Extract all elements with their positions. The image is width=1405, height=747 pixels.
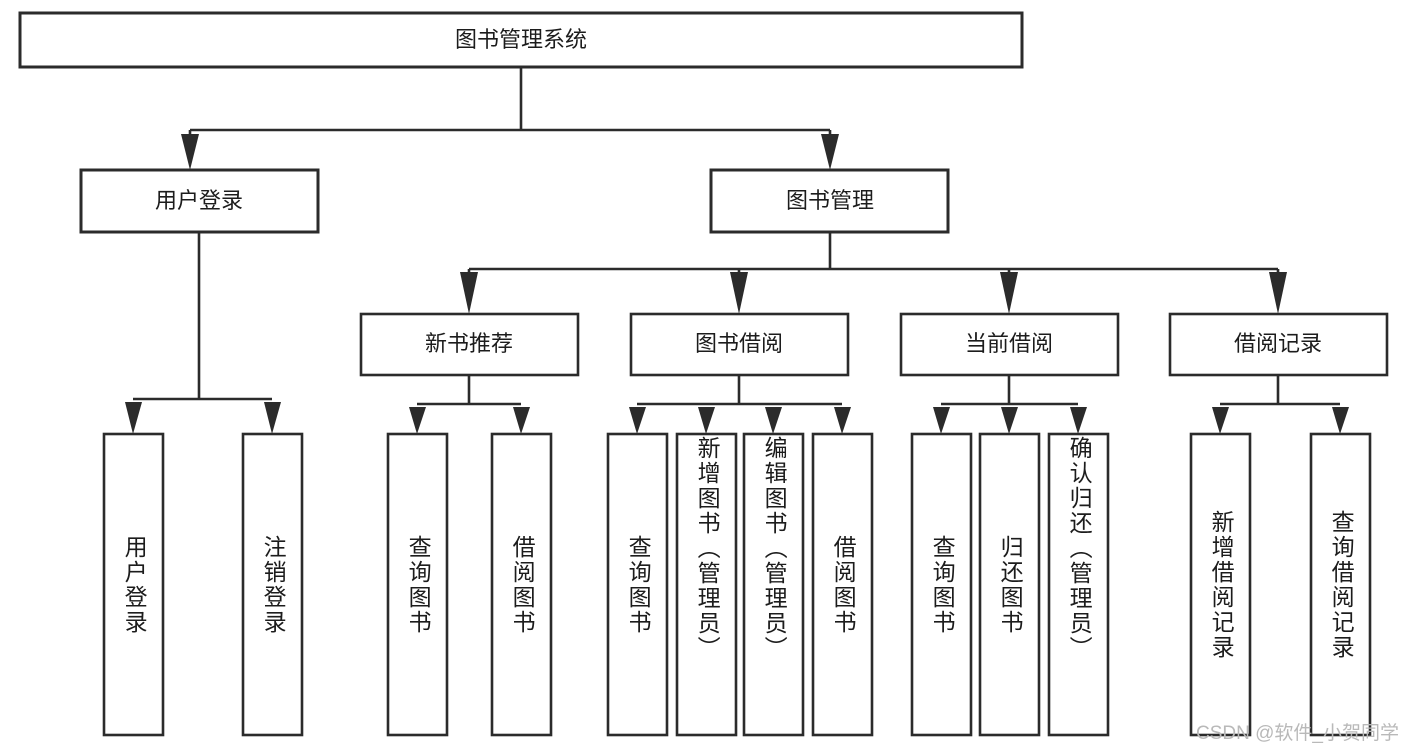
node-new-book-recommend[interactable]: 新书推荐 — [359, 312, 580, 377]
arrowhead-leaf-user-login — [125, 402, 142, 434]
leaf-box-book-borrow-4[interactable] — [811, 432, 874, 737]
connector-group-user-login — [125, 232, 281, 434]
node-book-manage-box[interactable] — [709, 168, 950, 234]
arrowhead-book-manage — [821, 134, 839, 170]
arrowhead-leaf-bb-1 — [629, 407, 646, 434]
connector-group-root — [181, 67, 839, 170]
leaf-box-current-borrow-1[interactable] — [910, 432, 973, 737]
connector-group-borrow-record — [1212, 375, 1349, 434]
node-book-manage[interactable]: 图书管理 — [709, 168, 950, 234]
node-new-book-recommend-box[interactable] — [359, 312, 580, 377]
leaf-box-new-book-1[interactable] — [386, 432, 449, 737]
leaf-box-book-borrow-3[interactable] — [742, 432, 805, 737]
leaf-box-current-borrow-3[interactable] — [1047, 432, 1110, 737]
arrowhead-leaf-br-1 — [1212, 407, 1229, 434]
leaf-box-book-borrow-2[interactable] — [675, 432, 738, 737]
connector-group-new-book — [409, 375, 530, 434]
node-root-label: 图书管理系统 — [455, 27, 587, 52]
arrowhead-leaf-cb-1 — [933, 407, 950, 434]
arrowhead-leaf-nb-1 — [409, 407, 426, 434]
node-borrow-record-label: 借阅记录 — [1234, 331, 1322, 356]
arrowhead-leaf-bb-4 — [834, 407, 851, 434]
arrowhead-leaf-cb-3 — [1070, 407, 1087, 434]
arrowhead-leaf-cb-2 — [1001, 407, 1018, 434]
leaf-box-user-login-1[interactable] — [102, 432, 165, 737]
arrowhead-leaf-nb-2 — [513, 407, 530, 434]
arrowhead-book-borrow — [730, 272, 748, 314]
arrowhead-leaf-br-2 — [1332, 407, 1349, 434]
node-root-box[interactable] — [18, 11, 1024, 69]
arrowhead-leaf-logout — [264, 402, 281, 434]
node-borrow-record-box[interactable] — [1168, 312, 1389, 377]
node-book-borrow-box[interactable] — [629, 312, 850, 377]
connector-group-current-borrow — [933, 375, 1087, 434]
node-root[interactable]: 图书管理系统 — [18, 11, 1024, 69]
arrowhead-new-book — [460, 272, 478, 314]
node-new-book-recommend-label: 新书推荐 — [425, 331, 513, 356]
node-current-borrow-label: 当前借阅 — [965, 331, 1053, 356]
leaf-box-current-borrow-2[interactable] — [978, 432, 1041, 737]
node-borrow-record[interactable]: 借阅记录 — [1168, 312, 1389, 377]
arrowhead-user-login — [181, 134, 199, 170]
arrowhead-borrow-record — [1269, 272, 1287, 314]
arrowhead-current-borrow — [1000, 272, 1018, 314]
watermark-text: CSDN @软件_小贺同学 — [1196, 723, 1399, 744]
node-book-borrow-label: 图书借阅 — [695, 331, 783, 356]
node-user-login-box[interactable] — [79, 168, 320, 234]
arrowhead-leaf-bb-3 — [765, 407, 782, 434]
node-book-borrow[interactable]: 图书借阅 — [629, 312, 850, 377]
leaf-box-user-login-2[interactable] — [241, 432, 304, 737]
node-book-manage-label: 图书管理 — [786, 188, 874, 213]
node-current-borrow-box[interactable] — [899, 312, 1120, 377]
arrowhead-leaf-bb-2 — [698, 407, 715, 434]
leaf-box-book-borrow-1[interactable] — [606, 432, 669, 737]
leaf-box-borrow-record-2[interactable] — [1309, 432, 1372, 737]
node-user-login[interactable]: 用户登录 — [79, 168, 320, 234]
leaf-box-new-book-2[interactable] — [490, 432, 553, 737]
connector-group-book-borrow — [629, 375, 851, 434]
node-user-login-label: 用户登录 — [155, 188, 243, 213]
leaf-box-borrow-record-1[interactable] — [1189, 432, 1252, 737]
node-current-borrow[interactable]: 当前借阅 — [899, 312, 1120, 377]
connector-group-book-manage — [460, 232, 1287, 314]
